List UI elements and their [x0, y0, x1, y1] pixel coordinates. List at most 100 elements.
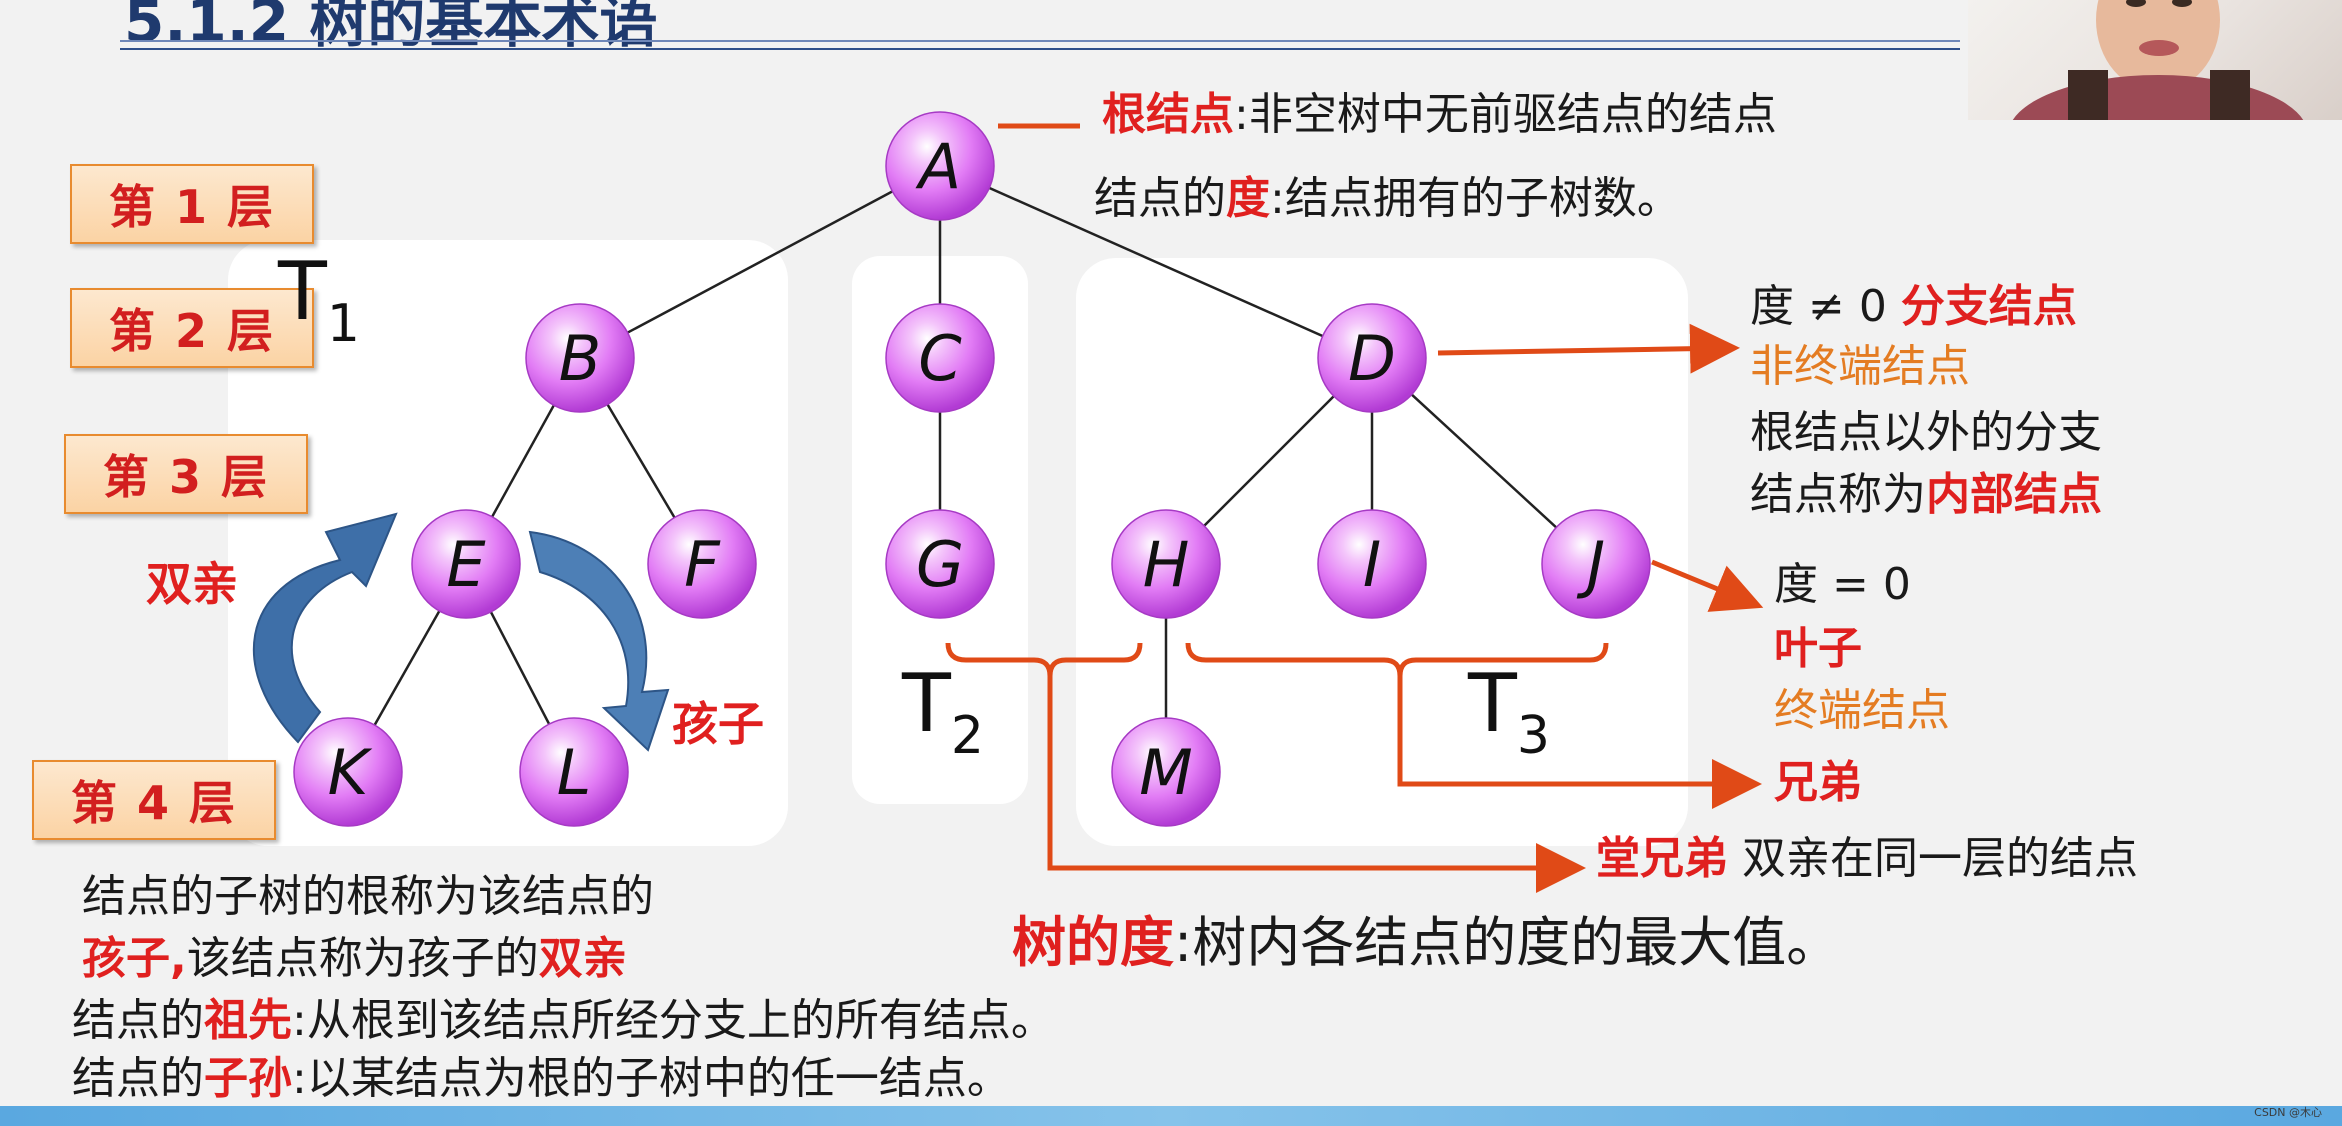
node-B: B [525, 303, 635, 413]
ancestor-term: 祖先 [204, 995, 292, 1046]
node-label-K: K [328, 736, 373, 809]
layer-label-1: 第 1 层 [70, 164, 314, 244]
degree-definition: 结点的度:结点拥有的子树数。 [1094, 173, 1681, 225]
subtree-label-t1-sub: 1 [326, 294, 360, 354]
branch-line-1: 度 ≠ 0 分支结点 [1750, 281, 2077, 333]
subtree-label-t2: T2 [902, 664, 984, 763]
ancestor-desc: :从根到该结点所经分支上的所有结点。 [292, 995, 1055, 1046]
node-label-G: G [916, 528, 964, 601]
degree-desc: 结点拥有的子树数。 [1284, 173, 1681, 224]
node-circle-I [1317, 509, 1427, 619]
child-parent-mid: 该结点称为孩子的 [186, 933, 539, 984]
layer-label-2: 第 2 层 [70, 288, 314, 368]
internal-term: 内部结点 [1926, 469, 2102, 520]
slide-title-area: 5.1.2 树的基本术语 [120, 0, 1960, 55]
internal-prefix: 结点称为 [1750, 469, 1926, 520]
subtree-label-t1: T1 [278, 252, 360, 351]
parent-label: 双亲 [146, 557, 238, 611]
node-A: A [885, 111, 995, 221]
cousin-definition: 堂兄弟 双亲在同一层的结点 [1596, 833, 2138, 885]
node-label-E: E [446, 528, 486, 601]
node-circle-G [885, 509, 995, 619]
subtree-label-t3: T3 [1468, 664, 1550, 763]
root-definition: 根结点:非空树中无前驱结点的结点 [1102, 89, 1777, 141]
node-F: F [647, 509, 757, 619]
tree-degree-term: 树的度 [1012, 911, 1174, 974]
node-circle-J [1541, 509, 1651, 619]
node-G: G [885, 509, 995, 619]
node-H: H [1111, 509, 1221, 619]
non-terminal-node: 非终端结点 [1750, 341, 1970, 392]
root-term: 根结点 [1102, 89, 1234, 140]
leaf-term: 叶子 [1774, 623, 1862, 674]
edge-A-D [939, 164, 1373, 360]
node-label-A: A [915, 130, 961, 203]
node-label-D: D [1348, 322, 1396, 395]
tree-nodes: A B C D E F G H I J K L M [293, 111, 1651, 827]
root-sep: : [1234, 89, 1249, 140]
watermark: CSDN @木心 [2254, 1106, 2322, 1119]
node-M: M [1111, 717, 1221, 827]
subtree-label-t2-sub: 2 [950, 706, 984, 766]
node-label-B: B [559, 322, 602, 395]
node-label-I: I [1363, 528, 1381, 601]
tree-degree-definition: 树的度:树内各结点的度的最大值。 [1012, 911, 1841, 974]
degree-sep: : [1270, 173, 1285, 224]
branch-degree: 度 ≠ 0 [1750, 281, 1901, 332]
child-label: 孩子 [672, 697, 764, 751]
slide-title: 5.1.2 树的基本术语 [124, 0, 658, 55]
node-circle-F [647, 509, 757, 619]
cousin-term: 堂兄弟 [1596, 833, 1728, 884]
child-curved-arrow-icon [528, 530, 670, 752]
subtree-label-t3-main: T [1468, 657, 1517, 750]
root-desc: 非空树中无前驱结点的结点 [1248, 89, 1777, 140]
layer-label-3: 第 3 层 [64, 434, 308, 514]
terminal-node: 终端结点 [1774, 685, 1950, 736]
edge-A-B [579, 164, 941, 360]
footer-bar [0, 1106, 2342, 1126]
child-term: 孩子, [82, 933, 187, 984]
parent-term: 双亲 [538, 933, 627, 984]
node-circle-D [1317, 303, 1427, 413]
tree-degree-sep: : [1174, 911, 1193, 974]
presenter-video [2012, 0, 2304, 120]
cousin-desc: 双亲在同一层的结点 [1728, 833, 2138, 884]
node-circle-M [1111, 717, 1221, 827]
cousin-arrow [1047, 676, 1586, 893]
sibling-arrow [1397, 676, 1762, 809]
node-circle-C [885, 303, 995, 413]
node-J: J [1541, 509, 1651, 619]
ancestor-prefix: 结点的 [72, 995, 204, 1046]
branch-line-4: 结点称为内部结点 [1750, 469, 2102, 521]
branch-node-arrow [1437, 323, 1740, 374]
node-circle-L [519, 717, 629, 827]
node-circle-E [411, 509, 521, 619]
descendant-desc: :以某结点为根的子树中的任一结点。 [292, 1053, 1011, 1104]
node-I: I [1317, 509, 1427, 619]
degree-prefix: 结点的 [1094, 173, 1226, 224]
branch-line-3: 根结点以外的分支 [1750, 407, 2102, 458]
title-underline [120, 40, 1960, 42]
subtree-label-t2-main: T [902, 657, 951, 750]
node-label-C: C [918, 322, 962, 395]
webcam-overlay [1968, 0, 2342, 120]
node-label-F: F [684, 528, 721, 601]
node-D: D [1317, 303, 1427, 413]
ancestor-definition: 结点的祖先:从根到该结点所经分支上的所有结点。 [72, 995, 1055, 1047]
sibling-term: 兄弟 [1774, 757, 1862, 808]
subtree-label-t3-sub: 3 [1516, 706, 1550, 766]
node-label-L: L [557, 736, 592, 809]
node-K: K [293, 717, 403, 827]
descendant-term: 子孙 [204, 1053, 292, 1104]
branch-term: 分支结点 [1900, 281, 2077, 332]
node-circle-K [293, 717, 403, 827]
descendant-definition: 结点的子孙:以某结点为根的子树中的任一结点。 [72, 1053, 1011, 1105]
node-C: C [885, 303, 995, 413]
tree-degree-desc: 树内各结点的度的最大值。 [1192, 911, 1841, 974]
node-L: L [519, 717, 629, 827]
subtree-label-t1-main: T [278, 245, 327, 338]
node-label-M: M [1139, 736, 1193, 809]
node-circle-B [525, 303, 635, 413]
degree-term: 度 [1226, 173, 1270, 224]
